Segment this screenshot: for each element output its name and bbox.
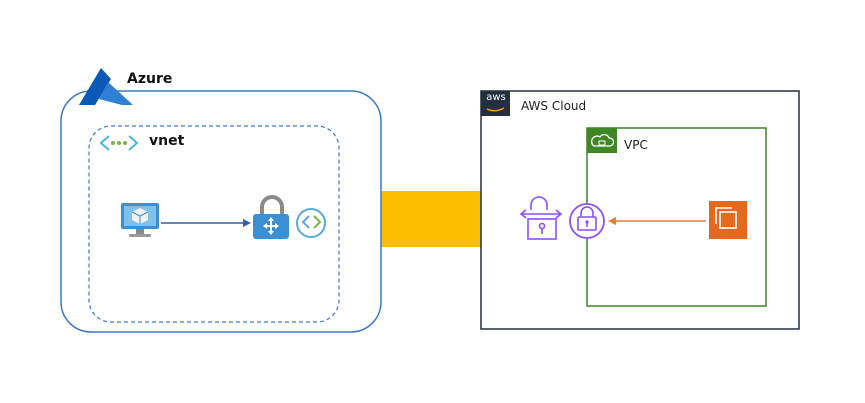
vpc-cloud-icon	[587, 128, 617, 153]
azure-boundary	[60, 90, 382, 333]
aws-logo-icon	[481, 91, 510, 116]
vpn-link-band	[381, 191, 481, 247]
virtual-machine-icon	[121, 203, 159, 237]
azure-title: Azure	[127, 71, 173, 87]
vnet-boundary	[88, 125, 340, 323]
aws-cloud-title: AWS Cloud	[521, 99, 587, 113]
vpn-gateway-icon	[253, 195, 289, 239]
vpc-title: VPC	[624, 138, 648, 152]
azure-logo-icon	[79, 68, 133, 105]
aws-cloud-boundary	[480, 90, 800, 330]
aws-vpn-gateway-icon	[569, 203, 605, 239]
aws-flow-arrow	[608, 217, 706, 225]
ec2-instance-icon	[709, 201, 747, 239]
vnet-icon	[99, 135, 139, 151]
aws-logo-text: aws	[486, 92, 506, 103]
azure-flow-arrow	[161, 219, 251, 227]
vnet-title: vnet	[149, 133, 185, 149]
customer-gateway-icon	[519, 196, 563, 240]
connection-icon	[296, 208, 326, 238]
